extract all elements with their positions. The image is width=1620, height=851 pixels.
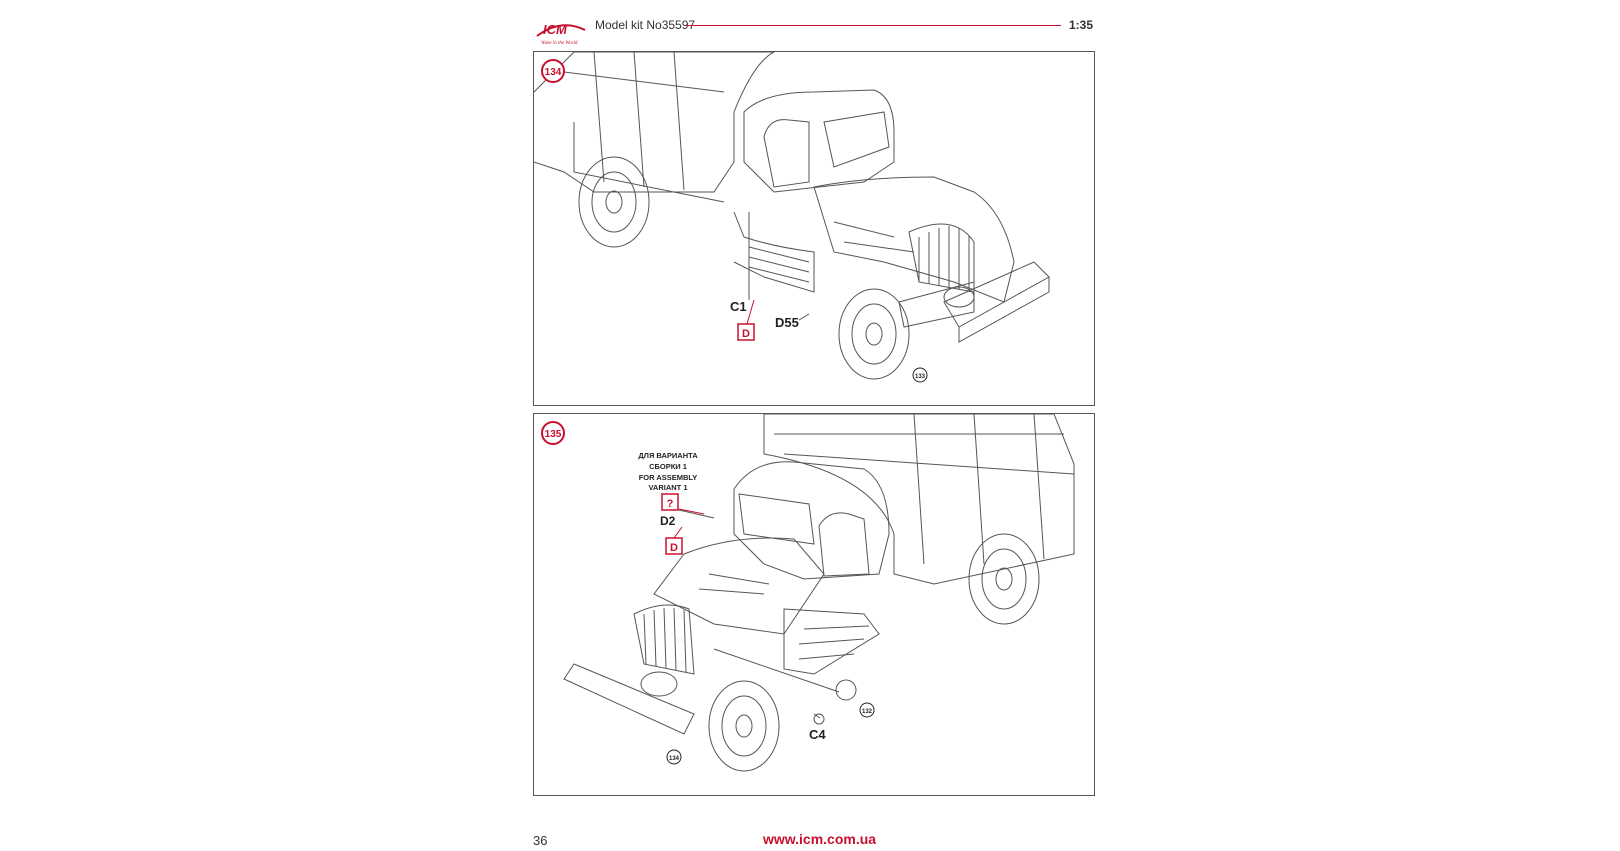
ref-step-badge <box>912 367 928 383</box>
paint-tag <box>737 323 755 341</box>
variant-note-line3: FOR ASSEMBLY <box>639 473 698 482</box>
optional-tag-label: ? <box>667 498 674 510</box>
step-134-drawing: 134 C1 D55 D 133 <box>534 52 1050 383</box>
part-label-c4: C4 <box>809 727 826 742</box>
step-135-panel: 135 ДЛЯ ВАРИАНТА СБОРКИ 1 FOR ASSEMBLY V… <box>533 413 1095 796</box>
ref-step-badge-a <box>859 702 875 718</box>
kit-scale: 1:35 <box>1068 18 1093 32</box>
step-135-drawing: 135 ДЛЯ ВАРИАНТА СБОРКИ 1 FOR ASSEMBLY V… <box>541 414 1075 772</box>
model-kit-title: Model kit No35597 <box>595 18 696 32</box>
part-label-d2: D2 <box>660 514 676 528</box>
paint-tag-label: D <box>670 542 678 554</box>
header-divider <box>685 25 1061 26</box>
icm-logo: ICM Wake in the World <box>533 16 589 46</box>
website-link[interactable]: www.icm.com.ua <box>763 831 877 847</box>
page-number: 36 <box>533 833 548 848</box>
step-badge <box>541 421 565 445</box>
step-number: 134 <box>545 67 562 78</box>
variant-note-line2: СБОРКИ 1 <box>649 462 687 471</box>
paint-tag <box>665 537 683 555</box>
brand-tagline: Wake in the World <box>541 41 578 46</box>
paint-tag-label: D <box>742 328 750 340</box>
ref-step-badge-b <box>666 749 682 765</box>
ref-step-number-a: 132 <box>862 709 873 715</box>
part-label-c1: C1 <box>730 299 747 314</box>
optional-tag <box>661 493 679 511</box>
brand-text: ICM <box>543 22 568 37</box>
step-badge <box>541 59 565 83</box>
part-label-d55: D55 <box>775 315 799 330</box>
ref-step-number-b: 134 <box>669 756 680 762</box>
step-134-panel: 134 C1 D55 D 133 <box>533 51 1095 406</box>
variant-note-line1: ДЛЯ ВАРИАНТА <box>638 451 698 460</box>
instruction-page: ICM Wake in the World Model kit No35597 … <box>533 0 1095 851</box>
ref-step-number: 133 <box>915 374 926 380</box>
step-number: 135 <box>545 429 562 440</box>
variant-note-line4: VARIANT 1 <box>648 483 687 492</box>
